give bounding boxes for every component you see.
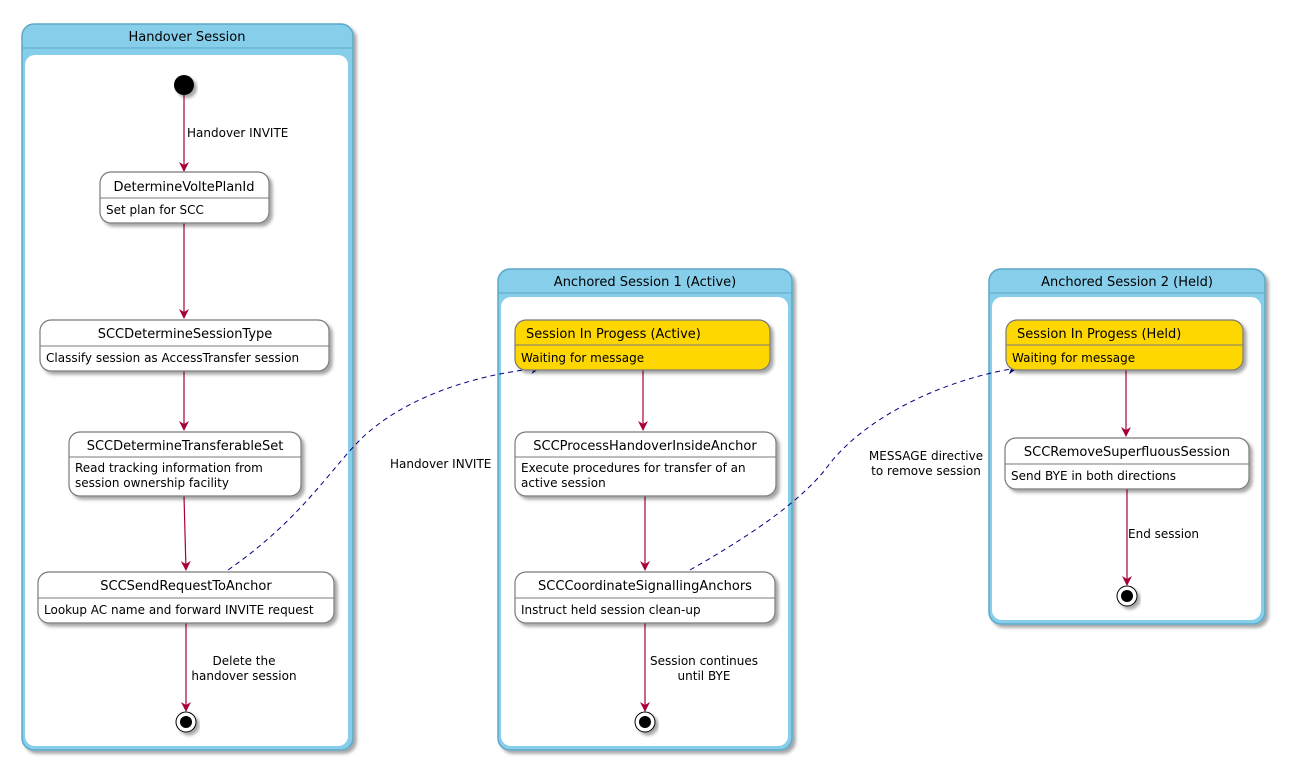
link-send-to-active	[227, 363, 541, 571]
lane-title-anchored-1: Anchored Session 1 (Active)	[554, 275, 736, 290]
state-session-in-progress-active: Session In Progess (Active) Waiting for …	[514, 319, 771, 371]
edge-label-session-continues: until BYE	[678, 669, 731, 683]
edge-label-handover-invite-start: Handover INVITE	[187, 126, 288, 140]
final-state-anchored-2	[1116, 585, 1138, 607]
lane-title-handover: Handover Session	[129, 30, 246, 45]
state-desc-line: active session	[521, 476, 606, 490]
state-title: SCCCoordinateSignallingAnchors	[538, 579, 752, 594]
state-title: SCCRemoveSuperfluousSession	[1024, 445, 1230, 460]
state-title: SCCDetermineTransferableSet	[87, 439, 284, 454]
state-desc-line: Waiting for message	[521, 351, 644, 365]
state-title: DetermineVoltePlanId	[113, 180, 254, 195]
state-desc-line: Classify session as AccessTransfer sessi…	[46, 351, 299, 365]
edge-label-delete-handover: Delete the	[213, 654, 276, 668]
edge-label-delete-handover: handover session	[191, 669, 296, 683]
state-scc-determine-session-type: SCCDetermineSessionType Classify session…	[39, 319, 330, 372]
state-determine-volte-plan-id: DetermineVoltePlanId Set plan for SCC	[99, 171, 270, 224]
edge-label-session-continues: Session continues	[650, 654, 758, 668]
state-scc-send-request-to-anchor: SCCSendRequestToAnchor Lookup AC name an…	[37, 571, 335, 624]
state-desc-line: session ownership facility	[75, 476, 229, 490]
state-title: SCCSendRequestToAnchor	[100, 579, 272, 594]
state-title: SCCDetermineSessionType	[98, 327, 273, 342]
state-desc-line: Send BYE in both directions	[1011, 469, 1176, 483]
edge-label-message-directive: to remove session	[871, 464, 981, 478]
lane-title-anchored-2: Anchored Session 2 (Held)	[1041, 275, 1213, 290]
pseudo-states	[174, 75, 1138, 733]
state-title: SCCProcessHandoverInsideAnchor	[533, 439, 757, 454]
state-desc-line: Read tracking information from	[75, 461, 263, 475]
edge-labels: Handover INVITE Delete the handover sess…	[187, 126, 1199, 683]
transition-set-to-send	[180, 495, 191, 571]
initial-state	[174, 75, 194, 95]
final-state-anchored-1	[634, 711, 656, 733]
state-title: Session In Progess (Held)	[1017, 327, 1181, 342]
state-scc-coordinate-signalling-anchors: SCCCoordinateSignallingAnchors Instruct …	[514, 571, 776, 624]
state-scc-remove-superfluous-session: SCCRemoveSuperfluousSession Send BYE in …	[1004, 437, 1250, 490]
edge-label-end-session: End session	[1128, 527, 1199, 541]
state-desc-line: Execute procedures for transfer of an	[521, 461, 746, 475]
edge-label-handover-invite-cross: Handover INVITE	[390, 457, 491, 471]
cross-links	[227, 363, 1018, 571]
lane-anchored-session-1: Anchored Session 1 (Active)	[497, 268, 793, 751]
transitions	[179, 95, 1132, 712]
final-state-handover	[175, 711, 197, 733]
state-title: Session In Progess (Active)	[526, 327, 701, 342]
state-desc-line: Set plan for SCC	[106, 203, 204, 217]
edge-label-message-directive: MESSAGE directive	[869, 449, 983, 463]
state-desc-line: Waiting for message	[1012, 351, 1135, 365]
state-desc-line: Lookup AC name and forward INVITE reques…	[44, 603, 314, 617]
state-desc-line: Instruct held session clean-up	[521, 603, 701, 617]
state-scc-determine-transferable-set: SCCDetermineTransferableSet Read trackin…	[68, 431, 302, 497]
state-scc-process-handover-inside-anchor: SCCProcessHandoverInsideAnchor Execute p…	[514, 431, 777, 497]
state-session-in-progress-held: Session In Progess (Held) Waiting for me…	[1005, 319, 1244, 371]
